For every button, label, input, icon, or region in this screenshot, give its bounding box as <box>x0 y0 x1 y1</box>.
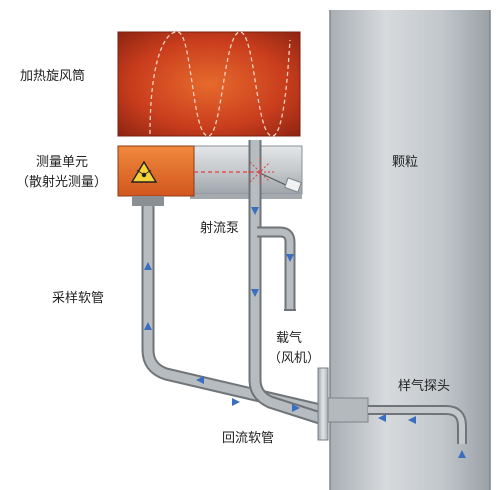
measuring-unit <box>117 145 195 206</box>
label-sample-probe: 样气探头 <box>398 378 450 394</box>
sampling-hose <box>141 200 322 417</box>
flow-arrow <box>144 262 152 270</box>
label-heating-cyclone: 加热旋风筒 <box>20 68 85 84</box>
label-measuring-unit-sub: （散射光测量） <box>16 174 107 190</box>
label-sampling-hose: 采样软管 <box>52 291 104 306</box>
label-jet-pump: 射流泵 <box>200 220 239 236</box>
label-carrier-gas: 载气 <box>276 330 302 346</box>
laser-beam <box>194 158 302 193</box>
flow-arrow <box>458 450 466 458</box>
return-hose <box>248 140 322 425</box>
flow-arrow <box>286 254 294 262</box>
labels: 加热旋风筒 测量单元 （散射光测量） 颗粒 射流泵 采样软管 载气 （风机） 样… <box>16 68 450 446</box>
scatter-burst <box>244 158 276 186</box>
label-particles: 颗粒 <box>392 155 418 170</box>
flow-arrow <box>408 416 416 424</box>
flow-arrow <box>378 414 386 422</box>
flow-arrow <box>251 289 259 297</box>
flow-arrows <box>144 207 466 458</box>
sample-probe <box>317 367 467 444</box>
label-carrier-gas-sub: （风机） <box>268 351 320 366</box>
cyclone-spiral <box>149 31 291 137</box>
scatter-ring <box>189 145 303 199</box>
flow-arrow <box>144 322 152 330</box>
flow-arrow <box>232 398 240 406</box>
label-measuring-unit: 测量单元 <box>36 155 88 170</box>
jet-pump-pipe <box>257 226 296 311</box>
flow-arrow <box>251 207 259 215</box>
label-return-hose: 回流软管 <box>222 431 274 446</box>
heating-cyclone <box>117 31 301 137</box>
laser-warning-icon <box>130 160 158 183</box>
flow-arrow <box>196 376 204 384</box>
flow-arrow <box>292 404 300 412</box>
